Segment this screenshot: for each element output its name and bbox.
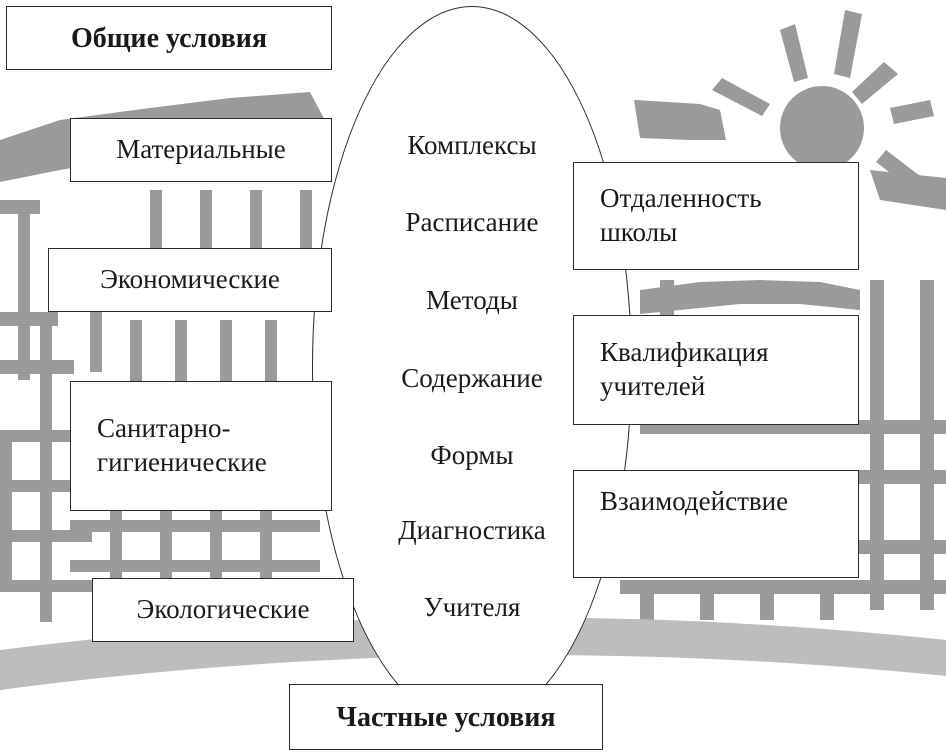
specific-item-school-distance-line2: школы bbox=[600, 217, 678, 247]
general-item-economic: Экономические bbox=[48, 248, 332, 312]
specific-item-school-distance-line1: Отдаленность bbox=[600, 183, 762, 214]
specific-item-teacher-qualification-line2: учителей bbox=[600, 371, 706, 401]
oval-item-schedule: Расписание bbox=[405, 207, 539, 237]
general-item-sanitary: Санитарно- гигиенические bbox=[70, 381, 332, 511]
sun-icon bbox=[712, 10, 934, 188]
specific-conditions-title: Частные условия bbox=[289, 684, 603, 750]
specific-item-interaction-line1: Взаимодействие bbox=[600, 486, 789, 516]
specific-item-teacher-qualification-line1: Квалификация bbox=[600, 337, 769, 368]
general-item-material: Материальные bbox=[70, 118, 332, 182]
oval-item-forms: Формы bbox=[430, 440, 514, 470]
general-item-ecological: Экологические bbox=[92, 578, 354, 642]
oval-item-content: Содержание bbox=[401, 363, 543, 393]
specific-item-interaction: Взаимодействие bbox=[573, 470, 859, 578]
oval-item-methods: Методы bbox=[426, 285, 518, 315]
oval-item-teachers: Учителя bbox=[423, 592, 521, 622]
specific-item-teacher-qualification: Квалификация учителей bbox=[573, 315, 859, 425]
oval-item-complexes: Комплексы bbox=[407, 130, 537, 160]
general-item-sanitary-line2: гигиенические bbox=[97, 447, 267, 477]
oval-item-diagnostics: Диагностика bbox=[398, 515, 546, 545]
general-conditions-title: Общие условия bbox=[6, 6, 332, 70]
specific-item-school-distance: Отдаленность школы bbox=[573, 162, 859, 270]
general-item-sanitary-line1: Санитарно- bbox=[97, 413, 231, 444]
